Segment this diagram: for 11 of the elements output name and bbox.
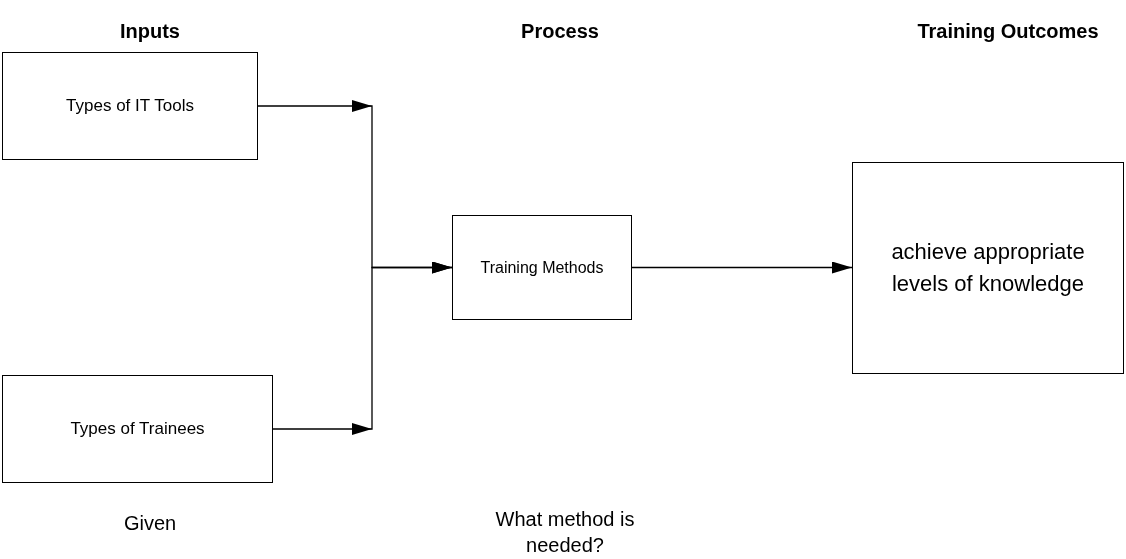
arrow [272, 261, 453, 435]
column-heading: Process [520, 19, 600, 44]
note-text: Given [122, 511, 178, 536]
arrow [631, 261, 853, 274]
process-box: Training Methods [452, 215, 632, 320]
note-text: What method is needed? [494, 507, 636, 558]
process-box: achieve appropriate levels of knowledge [852, 162, 1124, 374]
process-box: Types of IT Tools [2, 52, 258, 160]
column-heading: Inputs [119, 19, 181, 44]
process-box: Types of Trainees [2, 375, 273, 483]
column-heading: Training Outcomes [916, 19, 1100, 44]
